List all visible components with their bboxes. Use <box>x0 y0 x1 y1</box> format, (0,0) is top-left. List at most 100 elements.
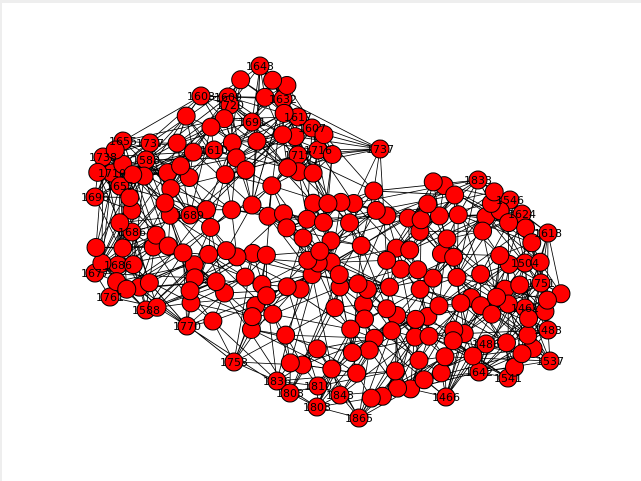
graph-node <box>303 163 323 183</box>
graph-edge <box>210 185 273 228</box>
graph-node <box>215 165 235 185</box>
node-label: 1753 <box>220 356 248 369</box>
graph-node <box>267 371 287 391</box>
graph-node <box>177 316 197 336</box>
graph-edge <box>438 305 507 344</box>
node-label: 1609 <box>214 91 242 104</box>
node-label: 1624 <box>508 208 536 221</box>
graph-edge <box>213 149 288 169</box>
graph-node <box>530 252 550 272</box>
graph-node <box>247 131 267 151</box>
graph-edge <box>149 282 188 327</box>
graph-edge <box>189 290 253 317</box>
graph-node <box>201 217 221 237</box>
node-label: 1717 <box>284 149 312 162</box>
graph-node <box>382 321 402 341</box>
node-label: 1504 <box>511 257 539 270</box>
graph-node <box>322 144 342 164</box>
graph-node <box>496 333 516 353</box>
graph-edge <box>169 214 227 251</box>
graph-node <box>499 213 519 233</box>
node-label: 1610 <box>200 144 228 157</box>
graph-node <box>484 182 504 202</box>
graph-node <box>236 160 256 180</box>
node-label: 1632 <box>269 93 297 106</box>
graph-edge <box>170 188 232 211</box>
node-label: 1738 <box>89 151 117 164</box>
graph-node <box>146 225 166 245</box>
graph-edge <box>330 202 342 263</box>
graph-node <box>231 70 251 90</box>
graph-node <box>173 243 193 263</box>
graph-node <box>176 106 196 126</box>
graph-edge <box>358 350 370 419</box>
graph-node <box>419 326 439 346</box>
graph-node <box>429 296 449 316</box>
graph-node <box>463 346 483 366</box>
node-label: 1483 <box>534 324 562 337</box>
graph-node <box>256 245 276 265</box>
graph-edge <box>295 136 381 150</box>
node-label: 1603 <box>187 90 215 103</box>
node-label: 1710 <box>98 167 126 180</box>
graph-node <box>364 181 384 201</box>
graph-node <box>276 325 296 345</box>
graph-node <box>340 213 360 233</box>
node-label: 1691 <box>238 116 266 129</box>
graph-node <box>370 139 390 159</box>
graph-node <box>359 340 379 360</box>
graph-edge <box>323 134 381 150</box>
graph-edge <box>391 330 411 390</box>
graph-node <box>297 209 317 229</box>
node-label: 1803 <box>303 401 331 414</box>
graph-node <box>242 195 262 215</box>
graph-node <box>468 170 488 190</box>
graph-edge <box>317 328 351 387</box>
graph-node <box>123 255 143 275</box>
graph-edge <box>189 127 212 216</box>
graph-node <box>445 185 465 205</box>
node-label: 1643 <box>246 60 274 73</box>
graph-node <box>242 112 262 132</box>
graph-node <box>531 273 551 293</box>
graph-node <box>431 363 451 383</box>
node-label: 1737 <box>366 143 394 156</box>
graph-node <box>406 309 426 329</box>
graph-edge <box>453 195 456 258</box>
graph-node <box>476 334 496 354</box>
node-label: 1588 <box>132 304 160 317</box>
graph-node <box>313 212 333 232</box>
node-label: 1720 <box>216 99 244 112</box>
node-label: 1677 <box>81 267 109 280</box>
graph-edge <box>229 104 299 156</box>
graph-edge <box>485 216 541 263</box>
graph-node <box>191 86 211 106</box>
graph-edge <box>272 286 341 315</box>
graph-node <box>277 218 297 238</box>
graph-node <box>351 236 371 256</box>
node-label: 1466 <box>432 391 460 404</box>
node-label: 1751 <box>527 277 555 290</box>
graph-node <box>482 304 502 324</box>
graph-node <box>347 363 367 383</box>
node-label: 1588 <box>132 154 160 167</box>
graph-node <box>183 142 203 162</box>
graph-edge <box>236 116 299 159</box>
graph-node <box>510 275 530 295</box>
graph-node <box>139 273 159 293</box>
graph-node <box>206 272 226 292</box>
graph-edge <box>458 214 532 244</box>
graph-node <box>519 308 539 328</box>
node-label: 1686 <box>118 226 146 239</box>
node-label: 1865 <box>345 412 373 425</box>
window-left-strip <box>0 0 2 481</box>
graph-edge <box>353 203 397 249</box>
graph-node <box>197 200 217 220</box>
graph-node <box>110 213 130 233</box>
node-label: 1836 <box>263 375 291 388</box>
node-label: 1655 <box>106 180 134 193</box>
graph-node <box>538 223 558 243</box>
graph-node <box>436 387 456 407</box>
